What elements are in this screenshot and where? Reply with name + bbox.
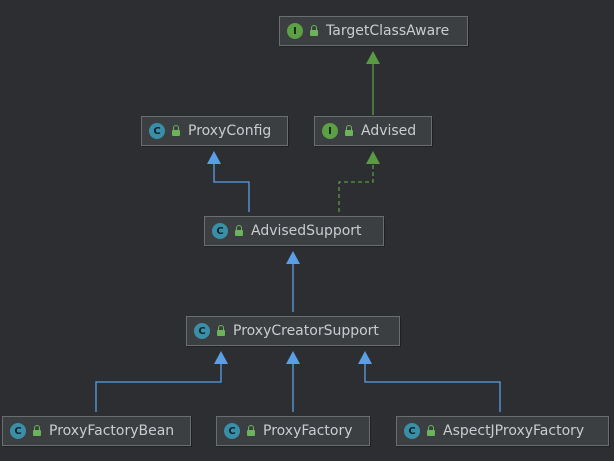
class-badge-icon: C [212, 223, 228, 239]
public-lock-icon [309, 25, 319, 37]
node-label: ProxyCreatorSupport [233, 323, 379, 339]
node-target-class-aware[interactable]: I TargetClassAware [279, 16, 468, 46]
node-advised[interactable]: I Advised [314, 116, 432, 146]
node-proxy-config[interactable]: C ProxyConfig [141, 116, 288, 146]
node-label: ProxyConfig [188, 123, 272, 139]
public-lock-icon [344, 125, 354, 137]
edge-proxycreatorsupport-to-advisedsupport [286, 251, 300, 312]
node-proxy-creator-support[interactable]: C ProxyCreatorSupport [186, 316, 400, 346]
class-badge-icon: C [10, 423, 26, 439]
node-label: ProxyFactoryBean [49, 423, 175, 439]
node-label: Advised [361, 123, 417, 139]
node-label: AdvisedSupport [251, 223, 362, 239]
node-proxy-factory-bean[interactable]: C ProxyFactoryBean [2, 416, 191, 446]
interface-badge-icon: I [322, 123, 338, 139]
public-lock-icon [234, 225, 244, 237]
node-label: ProxyFactory [263, 423, 353, 439]
public-lock-icon [426, 425, 436, 437]
public-lock-icon [32, 425, 42, 437]
edge-advised-to-targetclassaware [366, 51, 380, 115]
edge-aspectjproxyfactory-to-proxycreatorsupport [358, 351, 501, 412]
node-aspectj-proxy-factory[interactable]: C AspectJProxyFactory [396, 416, 609, 446]
node-label: TargetClassAware [326, 23, 450, 39]
node-proxy-factory[interactable]: C ProxyFactory [216, 416, 370, 446]
public-lock-icon [171, 125, 181, 137]
node-advised-support[interactable]: C AdvisedSupport [204, 216, 384, 246]
node-label: AspectJProxyFactory [443, 423, 585, 439]
edge-advisedsupport-to-proxyconfig [207, 151, 250, 212]
edge-advisedsupport-to-advised [338, 151, 380, 212]
public-lock-icon [216, 325, 226, 337]
class-badge-icon: C [149, 123, 165, 139]
class-badge-icon: C [404, 423, 420, 439]
class-badge-icon: C [194, 323, 210, 339]
public-lock-icon [246, 425, 256, 437]
edge-proxyfactory-to-proxycreatorsupport [286, 351, 300, 412]
class-badge-icon: C [224, 423, 240, 439]
interface-badge-icon: I [287, 23, 303, 39]
edge-proxyfactorybean-to-proxycreatorsupport [95, 351, 228, 412]
